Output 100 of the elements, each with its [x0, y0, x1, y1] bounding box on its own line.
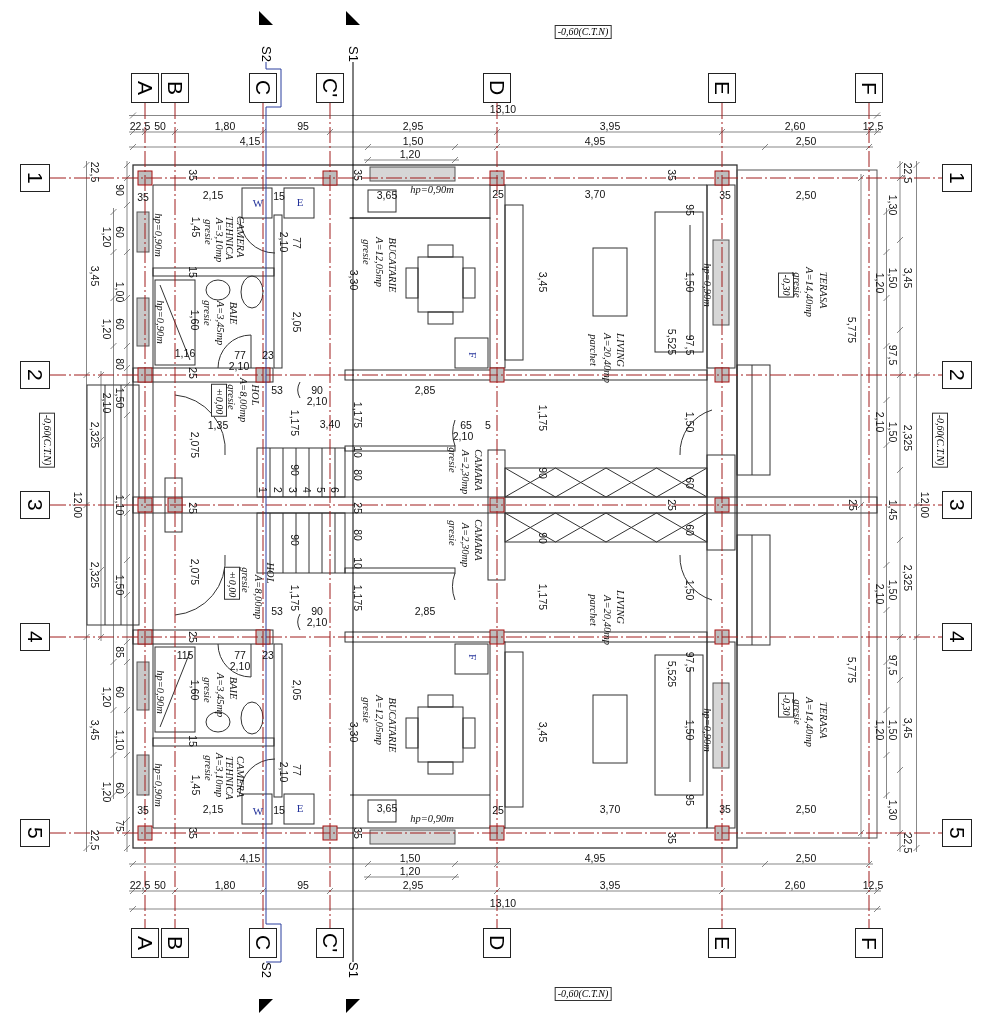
dimension-value: 1,20	[101, 318, 113, 340]
room-label: BUCATARIE	[386, 697, 398, 753]
dimension-value: 1,20	[399, 148, 421, 160]
fixture-symbol: F	[466, 653, 478, 661]
dimension-value: 1,50	[887, 267, 899, 289]
dimension-value: 1,10	[114, 729, 126, 751]
room-label: gresie	[360, 697, 372, 723]
dimension-value: 2,10	[306, 395, 328, 407]
grid-line	[144, 102, 146, 929]
dimension-value: 4,95	[584, 135, 606, 147]
grid-axis-bubble: 5	[942, 819, 972, 847]
dimension-value: 53	[271, 384, 283, 396]
dimension-value: 2,10	[874, 411, 886, 433]
dimension-value: 2,10	[229, 660, 251, 672]
dimension-value: 80	[352, 529, 364, 541]
dimension-value: 1,175	[352, 401, 364, 429]
dimension-value: 25	[492, 188, 504, 200]
room-label: LIVING	[614, 590, 626, 624]
level-marker: -0,30	[778, 272, 794, 298]
dimension-value: 25	[187, 367, 199, 379]
dimension-value: 1,00	[114, 281, 126, 303]
dimension-value: 1,50	[887, 421, 899, 443]
room-label: A=12,05mp	[373, 237, 385, 287]
dimension-value: 3,45	[89, 265, 101, 287]
dimension-value: 3,95	[599, 879, 621, 891]
dimension-value: 2,95	[402, 879, 424, 891]
dimension-value: 1,50	[402, 135, 424, 147]
dimension-value: 35	[352, 827, 364, 839]
dimension-value: 2,85	[414, 384, 436, 396]
dimension-value: 2,325	[902, 424, 914, 452]
room-label: TERASA	[817, 271, 829, 309]
room-label: gresie	[201, 300, 213, 326]
dimension-value: 1,175	[289, 409, 301, 437]
dimension-value: 4,15	[239, 135, 261, 147]
step-number: 2	[272, 487, 284, 493]
dimension-value: 2,10	[278, 761, 290, 783]
grid-axis-bubble: C	[249, 928, 277, 958]
dimension-value: 115	[176, 649, 194, 661]
room-label: A=3,10mp	[214, 217, 225, 263]
dimension-value: 1,50	[684, 719, 696, 741]
room-label: A=12,05mp	[373, 695, 385, 745]
room-label: gresie	[792, 699, 803, 725]
dimension-value: 1,20	[101, 686, 113, 708]
grid-axis-bubble: 3	[20, 491, 50, 519]
dimension-value: 35	[187, 169, 199, 181]
dimension-value: 3,70	[599, 803, 621, 815]
section-label: S1	[346, 962, 360, 978]
dimension-value: 3,45	[537, 721, 549, 743]
room-label: TERASA	[817, 701, 829, 739]
dimension-value: 97,5	[887, 344, 899, 366]
dimension-value: 1,80	[214, 120, 236, 132]
dimension-value: 80	[352, 469, 364, 481]
room-label: gresie	[792, 272, 803, 298]
step-number: 1	[257, 487, 269, 493]
dimension-value: 77	[291, 764, 303, 776]
dimension-value: 95	[684, 794, 696, 806]
dimension-value: 1,45	[190, 216, 202, 238]
dimension-value: 35	[719, 803, 731, 815]
dimension-value: 3,40	[319, 418, 341, 430]
dimension-value: 5,775	[846, 316, 858, 344]
dimension-value: 2,325	[902, 564, 914, 592]
dimension-value: 2,325	[89, 561, 101, 589]
dimension-value: 1,16	[174, 347, 196, 359]
dimension-value: 1,20	[399, 865, 421, 877]
section-label: S1	[346, 46, 360, 62]
grid-axis-bubble: D	[483, 928, 511, 958]
dimension-value: 22,5	[902, 832, 914, 854]
dimension-value: 4,15	[239, 852, 261, 864]
dimension-value: 60	[114, 318, 126, 330]
dimension-value: 90	[114, 184, 126, 196]
dimension-value: 5,525	[666, 660, 678, 688]
dimension-value: 2,05	[291, 679, 303, 701]
dimension-value: 12,00	[919, 491, 931, 519]
room-label: A=3,45mp	[214, 672, 226, 718]
section-label: S2	[259, 46, 273, 62]
dimension-value: 1,30	[887, 194, 899, 216]
dimension-value: 25	[187, 502, 199, 514]
room-label: A=2,30mp	[459, 522, 471, 568]
fixture-symbol: F	[466, 351, 478, 359]
section-line	[265, 61, 282, 963]
grid-line	[329, 102, 331, 929]
dimension-value: 15	[187, 735, 199, 747]
dimension-value: 95	[297, 120, 309, 132]
dimension-value: 50	[154, 120, 166, 132]
room-label: CAMARA	[472, 449, 484, 491]
level-marker: -0,30	[778, 692, 794, 718]
fixture-symbol: W	[252, 805, 264, 817]
dimension-value: 35	[187, 827, 199, 839]
dimension-value: 35	[719, 189, 731, 201]
room-label: CAMARA	[472, 519, 484, 561]
dimension-value: 60	[114, 782, 126, 794]
dimension-value: 97,5	[684, 334, 696, 356]
grid-line	[49, 832, 943, 834]
dimension-value: 12,5	[862, 879, 884, 891]
dimension-value: 60	[684, 524, 696, 536]
dimension-value: 60	[114, 686, 126, 698]
dimension-value: 97,5	[684, 651, 696, 673]
room-label: gresie	[202, 755, 214, 781]
grid-axis-bubble: E	[708, 928, 736, 958]
room-label: A=20,40mp	[601, 333, 613, 383]
